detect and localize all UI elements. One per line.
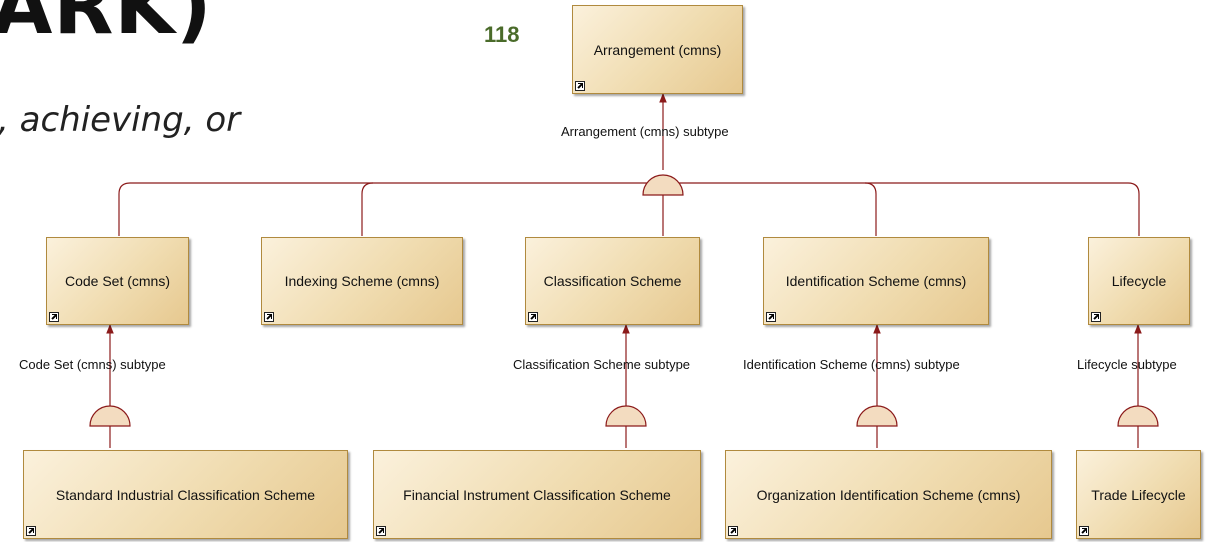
concept-label: Classification Scheme [543, 273, 682, 289]
shortcut-icon [766, 312, 776, 322]
shortcut-icon [575, 81, 585, 91]
concept-trade-lifecycle[interactable]: Trade Lifecycle [1076, 450, 1201, 539]
rail-to-indexing-corner [361, 182, 374, 195]
identification-genset-icon [856, 405, 898, 427]
shortcut-icon [728, 526, 738, 536]
shortcut-icon [528, 312, 538, 322]
concept-label: Indexing Scheme (cmns) [284, 273, 440, 289]
shortcut-icon [49, 312, 59, 322]
classification-subtype-label: Classification Scheme subtype [513, 357, 691, 372]
shortcut-icon [264, 312, 274, 322]
rail-to-identification-corner [864, 182, 877, 195]
concept-label: Arrangement (cmns) [593, 41, 722, 58]
concept-label: Lifecycle [1111, 273, 1167, 289]
identification-subtype-label: Identification Scheme (cmns) subtype [743, 357, 960, 372]
concept-identification-scheme[interactable]: Identification Scheme (cmns) [763, 237, 989, 325]
concept-label: Trade Lifecycle [1091, 486, 1186, 503]
concept-label: Code Set (cmns) [64, 273, 171, 289]
concept-arrangement[interactable]: Arrangement (cmns) [572, 5, 743, 94]
lifecycle-genset-icon [1117, 405, 1159, 427]
concept-label: Organization Identification Scheme (cmns… [756, 486, 1021, 503]
code-set-subtype-label: Code Set (cmns) subtype [19, 357, 166, 372]
shortcut-icon [1079, 526, 1089, 536]
arrangement-genset-icon [642, 174, 684, 196]
lifecycle-subtype-label: Lifecycle subtype [1077, 357, 1177, 372]
slide-subtitle-fragment: , achieving, or [0, 100, 241, 140]
concept-standard-industrial-classification-scheme[interactable]: Standard Industrial Classification Schem… [23, 450, 348, 539]
slide-number: 118 [484, 22, 520, 47]
arrangement-subtype-rail [118, 182, 1140, 236]
concept-classification-scheme[interactable]: Classification Scheme [525, 237, 700, 325]
concept-label: Identification Scheme (cmns) [785, 273, 967, 289]
concept-organization-identification-scheme[interactable]: Organization Identification Scheme (cmns… [725, 450, 1052, 539]
concept-lifecycle[interactable]: Lifecycle [1088, 237, 1190, 325]
concept-label: Standard Industrial Classification Schem… [55, 486, 316, 503]
concept-indexing-scheme[interactable]: Indexing Scheme (cmns) [261, 237, 463, 325]
concept-label: Financial Instrument Classification Sche… [403, 486, 671, 503]
code-set-genset-icon [89, 405, 131, 427]
slide-title-fragment: ARK) [0, 0, 213, 52]
shortcut-icon [1091, 312, 1101, 322]
concept-code-set[interactable]: Code Set (cmns) [46, 237, 189, 325]
concept-financial-instrument-classification-scheme[interactable]: Financial Instrument Classification Sche… [373, 450, 701, 539]
shortcut-icon [376, 526, 386, 536]
arrangement-subtype-label: Arrangement (cmns) subtype [561, 124, 729, 139]
classification-genset-icon [605, 405, 647, 427]
shortcut-icon [26, 526, 36, 536]
